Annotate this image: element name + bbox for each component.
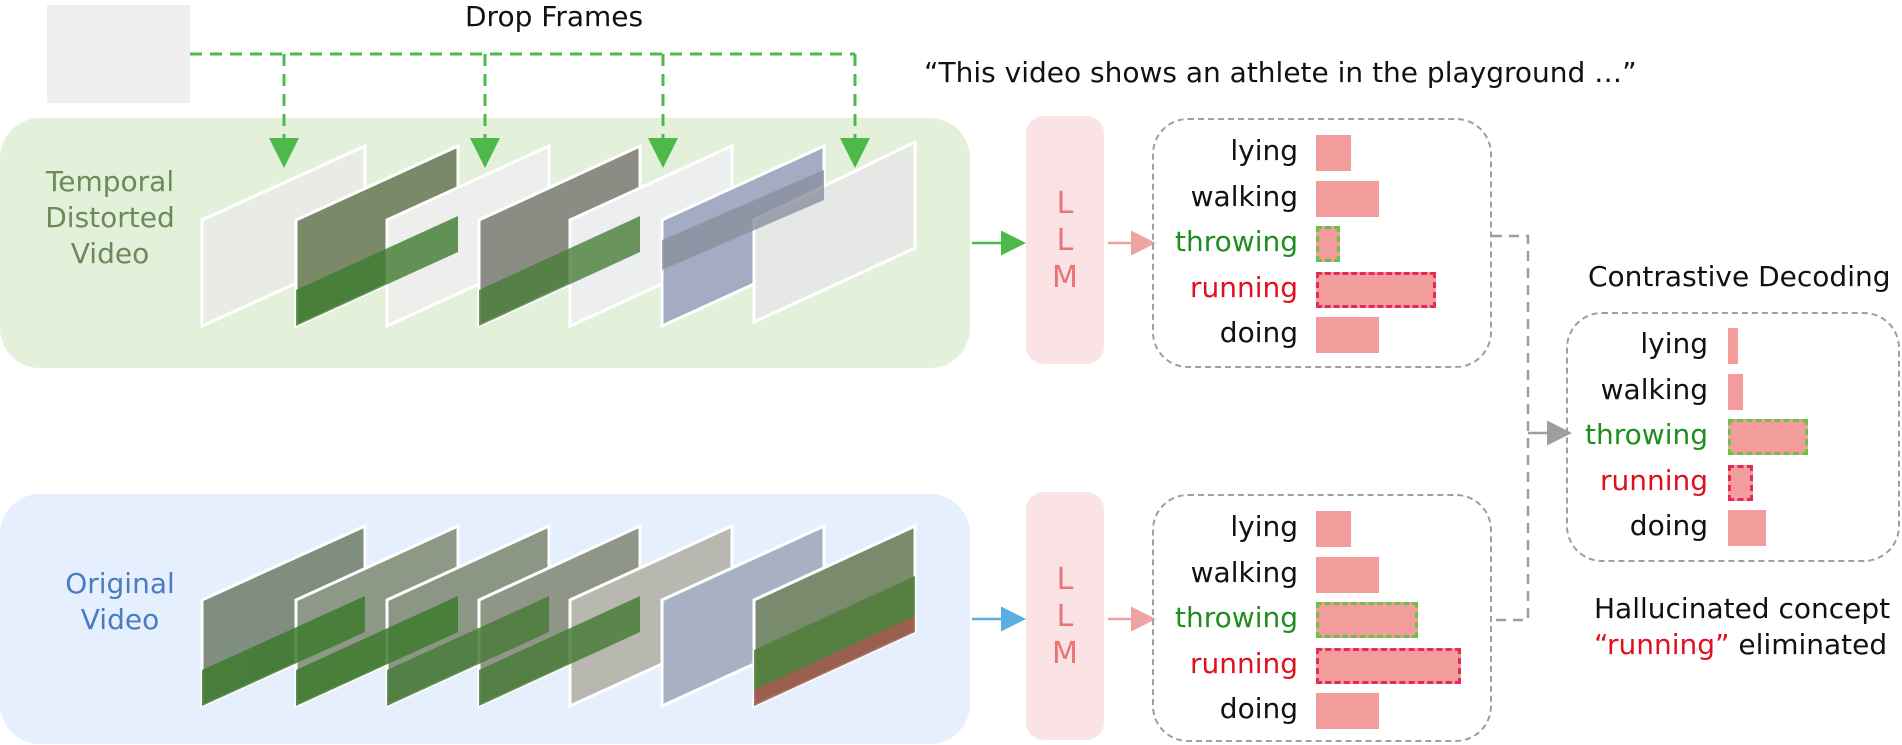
score-bar-throwing (1316, 226, 1340, 262)
distorted-label-line: Video (70, 237, 150, 270)
score-label-lying: lying (1230, 510, 1298, 543)
distorted-frames (200, 139, 917, 329)
conclusion-line2: “running” eliminated (1594, 628, 1887, 662)
score-bar-lying (1316, 511, 1351, 547)
score-label-walking: walking (1190, 179, 1298, 213)
llm-letter: M (1052, 259, 1078, 295)
llm-block-original: L L M (1026, 492, 1104, 740)
score-label-throwing: throwing (1585, 418, 1708, 451)
llm-letter: L (1056, 222, 1074, 258)
score-label-throwing: throwing (1175, 225, 1298, 258)
video-caption: “This video shows an athlete in the play… (924, 56, 1637, 89)
original-score-box (1152, 494, 1492, 742)
score-bar-throwing (1316, 602, 1418, 638)
original-label-line: Original (65, 567, 175, 600)
llm-block-distorted: L L M (1026, 116, 1104, 364)
score-label-walking: walking (1600, 372, 1708, 406)
score-bar-walking (1316, 556, 1379, 593)
score-label-running: running (1599, 463, 1708, 497)
score-label-doing: doing (1629, 509, 1708, 542)
score-bar-walking (1316, 180, 1379, 217)
llm-letter: L (1056, 598, 1074, 634)
drop-frames-arrows (190, 52, 870, 168)
distorted-frame-details (296, 170, 824, 326)
llm-letter: L (1056, 185, 1074, 221)
distorted-score-box (1152, 118, 1492, 368)
score-bar-doing (1316, 693, 1379, 729)
distorted-video-label: Temporal Distorted Video (20, 164, 200, 272)
score-label-doing: doing (1219, 692, 1298, 725)
drop-frames-label: Drop Frames (465, 0, 644, 33)
conclusion-line1: Hallucinated concept (1594, 592, 1891, 625)
score-bar-lying (1728, 328, 1738, 364)
score-label-running: running (1189, 270, 1298, 304)
contrastive-decoding-title: Contrastive Decoding (1588, 260, 1891, 293)
score-label-running: running (1189, 646, 1298, 680)
score-bar-doing (1728, 510, 1766, 546)
score-label-doing: doing (1219, 316, 1298, 349)
original-frame-details (202, 576, 915, 706)
hallucinated-word: “running” (1594, 628, 1730, 661)
contrastive-score-box (1566, 312, 1900, 562)
score-bar-walking (1728, 373, 1743, 410)
score-bar-running (1316, 271, 1436, 308)
llm-letter: M (1052, 635, 1078, 671)
score-bar-lying (1316, 135, 1351, 171)
score-label-walking: walking (1190, 555, 1298, 589)
score-label-lying: lying (1230, 134, 1298, 167)
score-label-lying: lying (1640, 327, 1708, 360)
original-label-line: Video (80, 603, 160, 636)
score-bar-running (1728, 464, 1753, 501)
score-bar-throwing (1728, 419, 1808, 455)
contrastive-connector (1492, 234, 1572, 622)
score-label-throwing: throwing (1175, 601, 1298, 634)
conclusion-rest: eliminated (1729, 628, 1888, 661)
original-video-label: Original Video (30, 566, 210, 638)
distorted-label-line: Temporal (45, 165, 175, 198)
video-frame (752, 139, 917, 325)
llm-letter: L (1056, 561, 1074, 597)
score-bar-running (1316, 647, 1461, 684)
score-bar-doing (1316, 317, 1379, 353)
distorted-label-line: Distorted (45, 201, 175, 234)
dropped-frame-placeholder (47, 5, 190, 103)
